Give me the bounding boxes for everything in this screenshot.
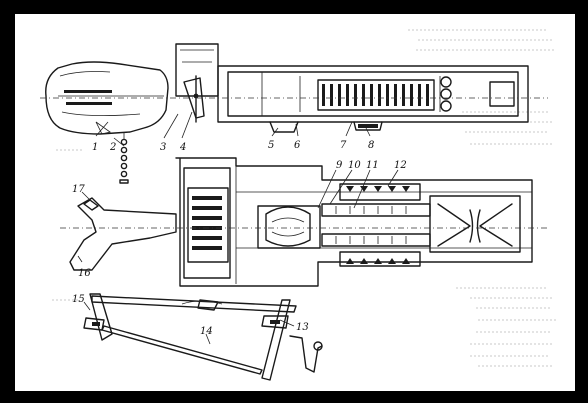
callout-15: 15 [72, 294, 85, 305]
chain [119, 132, 129, 184]
lower-spring [339, 251, 421, 267]
handle [69, 197, 177, 271]
spring-side [317, 79, 435, 111]
callout-2: 2 [109, 142, 116, 153]
main-body [217, 65, 529, 123]
callout-labels: 1 2 3 4 5 6 7 8 9 10 11 12 13 14 15 16 1… [72, 140, 407, 337]
callout-6: 6 [294, 140, 301, 151]
callout-8: 8 [368, 140, 374, 151]
callout-11: 11 [366, 160, 379, 171]
center-cavity [257, 205, 321, 249]
linkage-view [83, 293, 323, 381]
callout-12: 12 [394, 160, 407, 171]
tie-bar [101, 325, 263, 375]
callout-14: 14 [200, 326, 213, 337]
side-view [40, 43, 548, 184]
callout-13: 13 [296, 322, 309, 333]
callout-17: 17 [72, 184, 85, 195]
callout-7: 7 [340, 140, 347, 151]
callout-10: 10 [348, 160, 361, 171]
plan-view [60, 157, 548, 287]
base-frame [175, 157, 533, 287]
drawing-paper [15, 14, 575, 391]
callout-1: 1 [92, 142, 98, 153]
leader-lines [77, 111, 399, 345]
callout-16: 16 [78, 268, 91, 279]
upper-spring [339, 183, 421, 201]
callout-3: 3 [160, 142, 166, 153]
callout-9: 9 [336, 160, 343, 171]
callout-5: 5 [268, 140, 274, 151]
rear-housing [45, 61, 169, 135]
bleed-through-text [52, 29, 556, 367]
callout-4: 4 [179, 142, 186, 153]
